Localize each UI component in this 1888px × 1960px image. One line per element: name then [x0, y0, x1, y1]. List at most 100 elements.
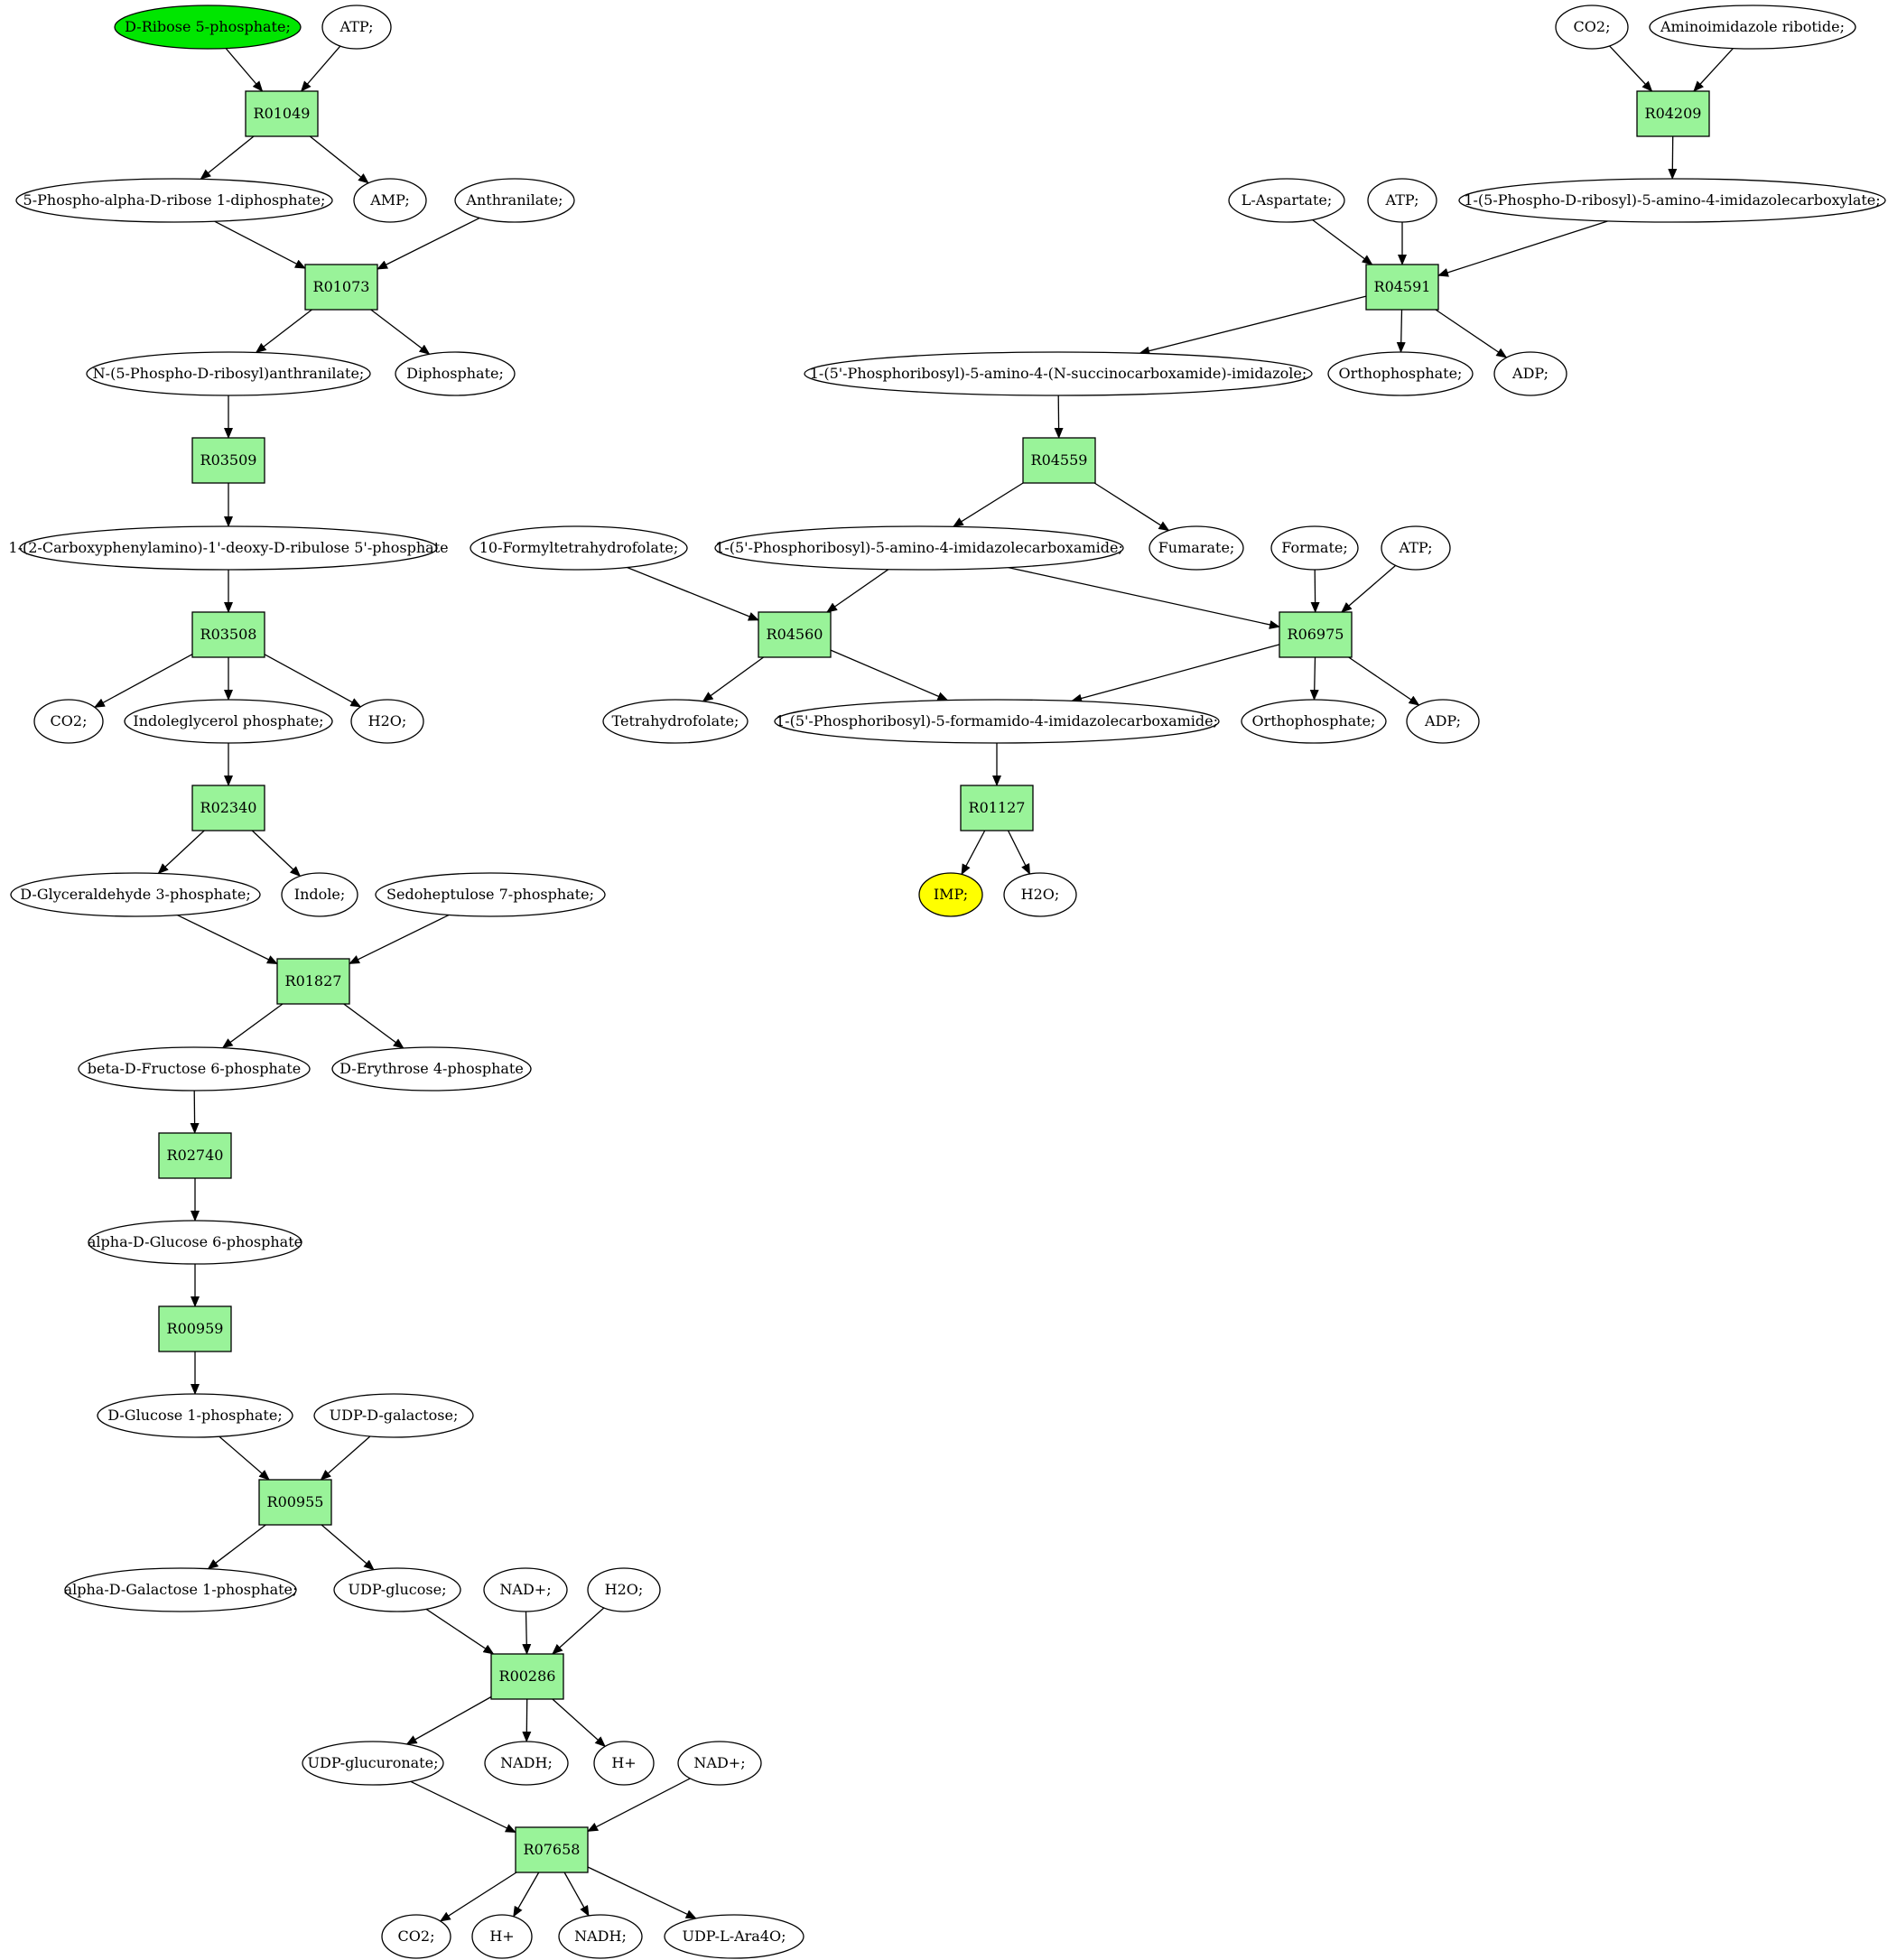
metabolite-node-m-pi-a: Orthophosphate;	[1327, 351, 1474, 396]
metabolite-ellipse	[88, 1220, 302, 1265]
edge-r-r04591-to-m-adp-a	[1435, 309, 1508, 358]
edge-m-g3p-to-r-r01827	[177, 915, 278, 965]
metabolite-ellipse	[454, 178, 575, 223]
metabolite-ellipse	[333, 1567, 461, 1612]
reaction-label: R00959	[167, 1320, 224, 1337]
metabolite-node-m-g1p: D-Glucose 1-phosphate;	[97, 1393, 293, 1438]
metabolite-node-m-thf: Tetrahydrofolate;	[602, 699, 749, 744]
metabolite-node-m-cair: 1-(5-Phospho-D-ribosyl)-5-amino-4-imidaz…	[1458, 178, 1886, 223]
reaction-label: R04560	[767, 626, 823, 643]
metabolite-ellipse	[587, 1567, 661, 1612]
metabolite-node-m-s7p: Sedoheptulose 7-phosphate;	[375, 872, 606, 917]
edge-r-r07658-to-m-co2-b	[439, 1872, 517, 1922]
edge-r-r06975-to-m-pi-b	[1309, 656, 1319, 701]
metabolite-ellipse	[114, 5, 302, 50]
metabolite-ellipse	[375, 872, 606, 917]
metabolite-node-m-air: Aminoimidazole ribotide;	[1649, 5, 1856, 50]
metabolite-node-m-aicar: 1-(5'-Phosphoribosyl)-5-amino-4-imidazol…	[714, 525, 1124, 571]
reaction-label: R01049	[254, 105, 311, 122]
edge-r-r01049-to-m-prpp	[200, 135, 255, 180]
metabolite-label: UDP-L-Ara4O;	[682, 1927, 786, 1945]
metabolite-ellipse	[804, 351, 1313, 396]
metabolite-label: H2O;	[605, 1581, 644, 1598]
metabolite-node-m-formate: Formate;	[1270, 525, 1359, 571]
reaction-label: R01127	[969, 799, 1026, 816]
metabolite-node-m-diphosphate: Diphosphate;	[395, 351, 516, 396]
metabolite-label: NADH;	[574, 1927, 627, 1945]
edge-r-r01127-to-m-h2o-c	[1007, 830, 1031, 875]
metabolite-label: NADH;	[500, 1754, 553, 1771]
metabolite-ellipse	[353, 178, 427, 223]
metabolite-ellipse	[124, 699, 333, 744]
metabolite-label: N-(5-Phospho-D-ribosyl)anthranilate;	[93, 365, 365, 382]
metabolite-node-m-imp: IMP;	[918, 872, 983, 917]
metabolite-ellipse	[677, 1741, 762, 1786]
node-layer: D-Ribose 5-phosphate;ATP;R010495-Phospho…	[8, 5, 1886, 1959]
metabolite-label: ADP;	[1424, 712, 1461, 729]
edge-r-r04559-to-m-fumarate	[1093, 482, 1170, 532]
reaction-node-r-r00955: R00955	[258, 1479, 332, 1526]
edge-r-r02340-to-m-indole	[251, 830, 302, 878]
metabolite-label: NAD+;	[499, 1581, 551, 1598]
edge-r-r01827-to-m-f6p	[221, 1003, 284, 1049]
metabolite-ellipse	[1406, 699, 1480, 744]
metabolite-ellipse	[1241, 699, 1387, 744]
metabolite-label: UDP-glucose;	[349, 1581, 447, 1598]
reaction-node-r-r03509: R03509	[191, 437, 265, 484]
metabolite-ellipse	[1493, 351, 1567, 396]
metabolite-label: 1-(2-Carboxyphenylamino)-1'-deoxy-D-ribu…	[8, 539, 448, 556]
metabolite-label: Anthranilate;	[465, 191, 563, 209]
reaction-box	[191, 785, 265, 831]
edge-m-formate-to-r-r06975	[1310, 569, 1320, 613]
metabolite-ellipse	[33, 699, 104, 744]
metabolite-node-m-saicar: 1-(5'-Phosphoribosyl)-5-amino-4-(N-succi…	[804, 351, 1313, 396]
reaction-box	[758, 611, 832, 658]
metabolite-node-m-atp2: ATP;	[1367, 178, 1437, 223]
metabolite-ellipse	[1555, 5, 1629, 50]
metabolite-label: ATP;	[1399, 539, 1433, 556]
metabolite-node-m-h2o-c: H2O;	[1003, 872, 1077, 917]
metabolite-label: D-Erythrose 4-phosphate	[339, 1060, 524, 1077]
reaction-label: R00286	[499, 1667, 556, 1685]
reaction-node-r-r01073: R01073	[304, 264, 378, 311]
edge-r-r01127-to-m-imp	[961, 830, 986, 876]
metabolite-ellipse	[395, 351, 516, 396]
edge-m-asp-to-r-r04591	[1312, 218, 1373, 265]
metabolite-ellipse	[918, 872, 983, 917]
metabolite-ellipse	[1228, 178, 1345, 223]
edge-r-r04559-to-m-aicar	[952, 482, 1024, 527]
metabolite-ellipse	[483, 1567, 568, 1612]
metabolite-node-m-udpara4o: UDP-L-Ara4O;	[664, 1914, 804, 1959]
metabolite-label: 1-(5'-Phosphoribosyl)-5-amino-4-(N-succi…	[810, 365, 1307, 382]
reaction-node-r-r02340: R02340	[191, 785, 265, 831]
edge-r-r03508-to-m-h2o-a	[264, 654, 362, 708]
edge-r-r01073-to-m-diphosphate	[370, 309, 431, 355]
metabolite-ellipse	[714, 525, 1124, 571]
edge-r-r00955-to-m-udpglc	[321, 1524, 375, 1571]
edge-m-fthf-to-r-r04560	[627, 566, 759, 621]
edge-r-r04560-to-m-faicar	[830, 649, 949, 701]
edge-r-r03508-to-m-co2-a	[93, 654, 193, 708]
metabolite-label: IMP;	[934, 886, 968, 903]
edge-r-r01827-to-m-e4p	[343, 1003, 405, 1049]
metabolite-node-m-cdrp: 1-(2-Carboxyphenylamino)-1'-deoxy-D-ribu…	[8, 525, 449, 571]
reaction-label: R02340	[200, 799, 257, 816]
metabolite-ellipse	[350, 699, 424, 744]
edge-m-h2o-b-to-r-r00286	[552, 1607, 605, 1655]
metabolite-label: 1-(5-Phospho-D-ribosyl)-5-amino-4-imidaz…	[1464, 191, 1880, 209]
metabolite-ellipse	[19, 525, 438, 571]
metabolite-ellipse	[313, 1393, 474, 1438]
edge-r-r06975-to-m-adp-b	[1348, 656, 1420, 706]
reaction-node-r-r07658: R07658	[515, 1826, 589, 1873]
metabolite-node-m-udpglc: UDP-glucose;	[333, 1567, 461, 1612]
metabolite-ellipse	[1458, 178, 1886, 223]
metabolite-node-m-hplus-a: H+	[593, 1741, 655, 1786]
metabolite-ellipse	[64, 1567, 297, 1612]
reaction-node-r-r01827: R01827	[276, 958, 350, 1005]
metabolite-node-m-prpp: 5-Phospho-alpha-D-ribose 1-diphosphate;	[15, 178, 333, 223]
metabolite-ellipse	[484, 1741, 569, 1786]
edge-m-g1p-to-r-r00955	[219, 1435, 270, 1481]
metabolite-ellipse	[1649, 5, 1856, 50]
edge-r-r04591-to-m-pi-a	[1396, 309, 1406, 353]
